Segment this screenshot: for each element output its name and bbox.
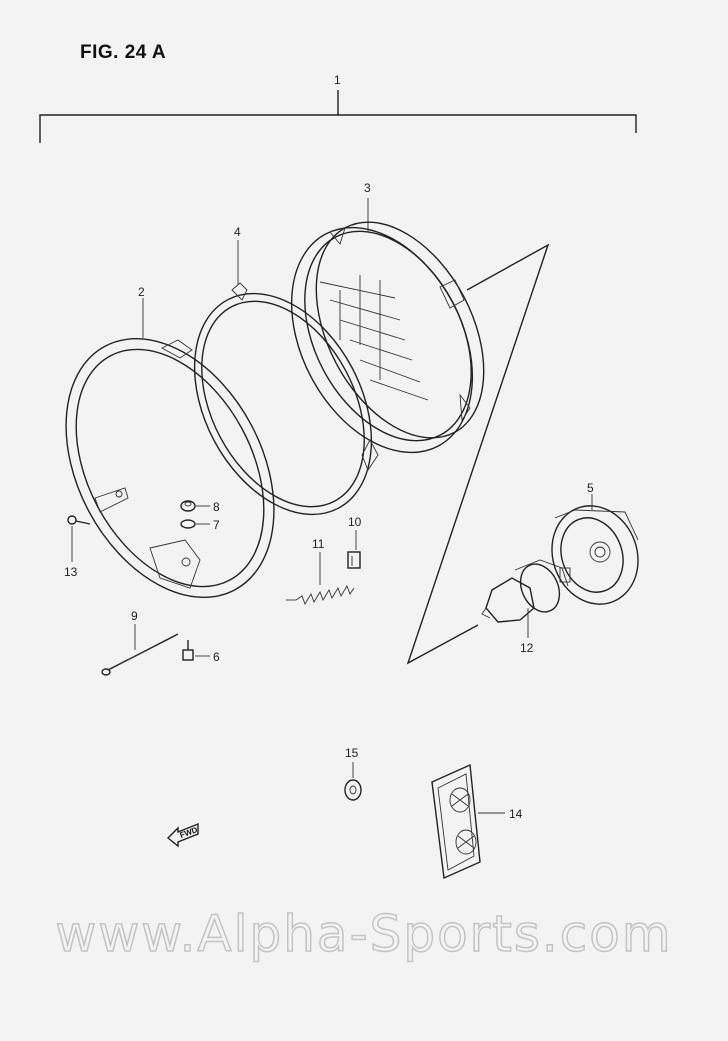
headlight-rim [65,338,275,598]
bolt-6 [182,640,194,661]
callout-13: 13 [64,565,78,579]
callout-5: 5 [587,481,594,495]
nut-15 [344,779,362,801]
callout-1: 1 [334,73,341,87]
callout-3: 3 [364,181,371,195]
watermark-text: www.Alpha-Sports.com [55,904,673,964]
callout-15: 15 [345,746,359,760]
headlight-lens-unit [290,221,485,471]
callout-12: 12 [520,641,534,655]
bulb-socket [551,505,639,605]
halogen-bulb [481,559,571,623]
nut-8 [180,500,196,512]
assembly-bracket [39,90,637,143]
reflector [431,763,481,880]
forward-direction-icon: FWD [166,822,199,848]
spring-clip [347,551,361,569]
callout-2: 2 [138,285,145,299]
washer-7 [180,519,196,529]
callout-7: 7 [213,518,220,532]
rim-screw [67,515,91,525]
callout-14: 14 [509,807,523,821]
adjusting-spring [286,584,355,606]
callout-10: 10 [348,515,362,529]
callout-11: 11 [312,537,325,551]
callout-8: 8 [213,500,220,514]
adjusting-screw [101,633,179,676]
callout-6: 6 [213,650,220,664]
callout-9: 9 [131,609,138,623]
figure-title: FIG. 24 A [80,42,167,63]
sub-assembly-bracket [406,243,550,665]
callout-4: 4 [234,225,241,239]
mounting-ring [193,282,373,516]
